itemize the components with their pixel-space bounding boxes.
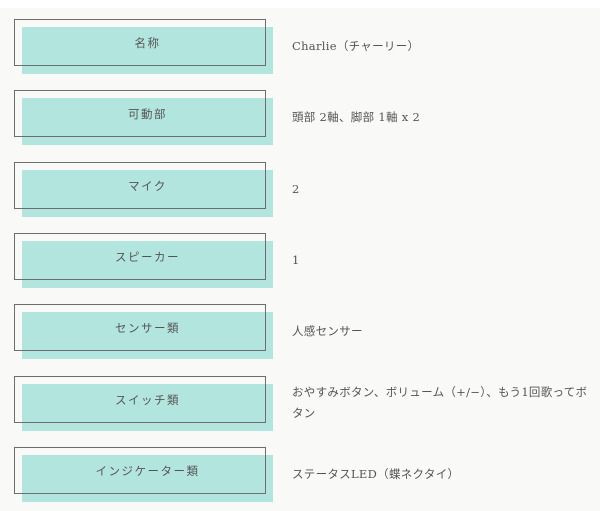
spec-value: 2 — [292, 182, 300, 196]
spec-label-box: スピーカー — [14, 233, 274, 289]
spec-row-movable-parts: 可動部 頭部 2軸、脚部 1軸 x 2 — [0, 90, 600, 150]
spec-row-microphone: マイク 2 — [0, 162, 600, 222]
spec-label: スイッチ類 — [115, 393, 180, 407]
spec-label-box: センサー類 — [14, 304, 274, 360]
spec-table: 名称 Charlie（チャーリー） 可動部 頭部 2軸、脚部 1軸 x 2 マイ… — [0, 8, 600, 511]
spec-row-speaker: スピーカー 1 — [0, 233, 600, 293]
spec-row-indicators: インジケーター類 ステータスLED（蝶ネクタイ） — [0, 447, 600, 507]
spec-label-box: マイク — [14, 162, 274, 218]
label-frame — [14, 90, 266, 137]
label-highlight — [22, 384, 273, 431]
spec-value: 頭部 2軸、脚部 1軸 x 2 — [292, 110, 421, 124]
label-highlight — [22, 312, 273, 359]
spec-row-switches: スイッチ類 おやすみボタン、ボリューム（+/−）、もう1回歌ってボタン — [0, 376, 600, 436]
spec-label: マイク — [128, 179, 167, 193]
spec-label: 名称 — [134, 36, 161, 50]
label-frame — [14, 447, 266, 494]
label-frame — [14, 233, 266, 280]
spec-row-name: 名称 Charlie（チャーリー） — [0, 19, 600, 79]
spec-label: スピーカー — [115, 250, 180, 264]
spec-label: センサー類 — [115, 321, 180, 335]
spec-label: インジケーター類 — [95, 464, 200, 478]
label-highlight — [22, 98, 273, 145]
spec-value: ステータスLED（蝶ネクタイ） — [292, 467, 460, 481]
spec-label: 可動部 — [128, 107, 167, 121]
label-frame — [14, 376, 266, 423]
label-highlight — [22, 27, 273, 74]
label-frame — [14, 304, 266, 351]
label-highlight — [22, 455, 273, 502]
spec-value: Charlie（チャーリー） — [292, 39, 420, 53]
spec-label-box: インジケーター類 — [14, 447, 274, 503]
spec-value: 1 — [292, 253, 300, 267]
spec-row-sensors: センサー類 人感センサー — [0, 304, 600, 364]
label-frame — [14, 162, 266, 209]
label-highlight — [22, 241, 273, 288]
spec-label-box: 名称 — [14, 19, 274, 75]
spec-label-box: 可動部 — [14, 90, 274, 146]
label-highlight — [22, 170, 273, 217]
spec-label-box: スイッチ類 — [14, 376, 274, 432]
spec-value: 人感センサー — [292, 324, 363, 338]
spec-value: おやすみボタン、ボリューム（+/−）、もう1回歌ってボタン — [292, 385, 588, 420]
label-frame — [14, 19, 266, 66]
